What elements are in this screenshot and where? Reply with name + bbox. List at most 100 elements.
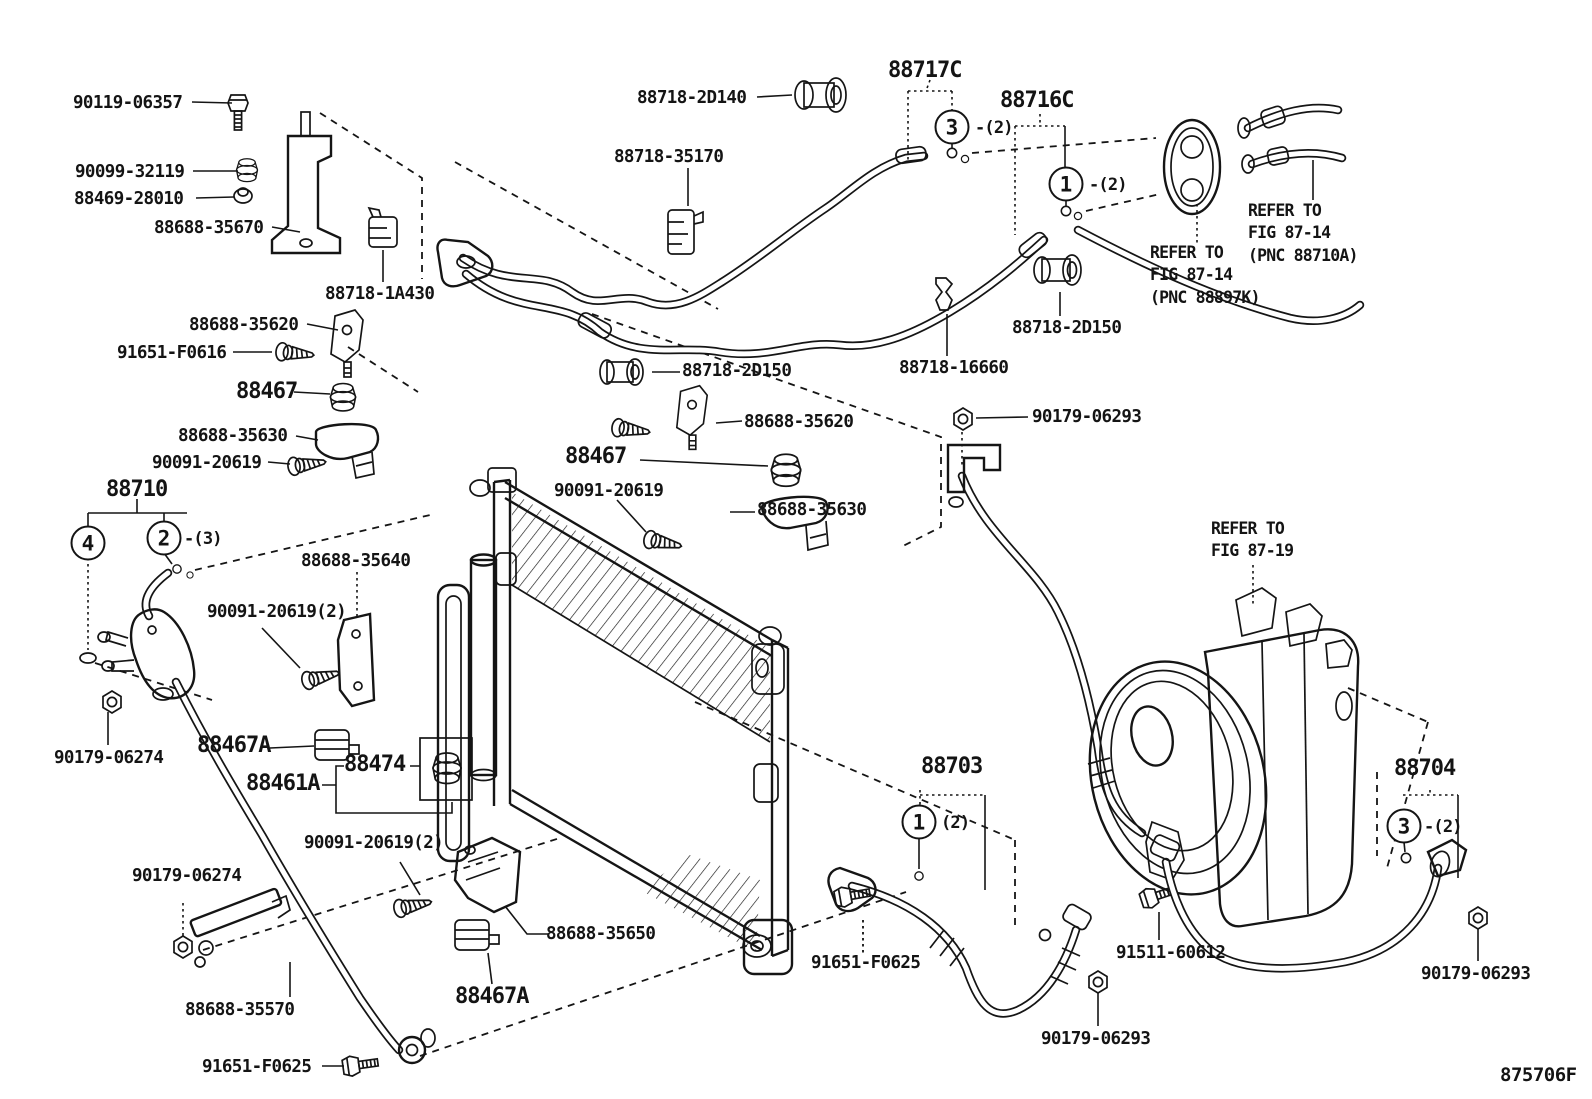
bracket-35630-b <box>760 495 829 552</box>
callout-suffix: (2) <box>941 813 970 833</box>
callout-circle-2: 2 <box>146 520 182 556</box>
part-label: 91651-F0625 <box>202 1057 312 1077</box>
part-label: 88469-28010 <box>74 189 184 209</box>
part-label: 90179-06293 <box>1041 1029 1151 1049</box>
part-label: 88467 <box>236 379 298 404</box>
oring <box>946 147 958 159</box>
refer-note-line: FIG 87-14 <box>1150 265 1233 285</box>
part-label: 88688-35670 <box>154 218 264 238</box>
oring <box>1073 211 1083 221</box>
discharge-pipe-88704 <box>1149 834 1468 973</box>
nut-06274-a <box>102 690 122 714</box>
condenser <box>469 467 794 976</box>
part-label: 90179-06293 <box>1032 407 1142 427</box>
grommet-2d140 <box>794 77 847 113</box>
refer-note-line: FIG 87-19 <box>1211 541 1294 561</box>
bracket-35650 <box>453 836 522 914</box>
callout-number: 1 <box>912 810 926 834</box>
part-label: 90179-06274 <box>54 748 164 768</box>
bracket-35570 <box>189 887 291 968</box>
refer-note-fig87-19: REFER TO FIG 87-19 <box>1211 518 1294 563</box>
oring <box>172 564 182 574</box>
part-label: 88474 <box>344 752 406 777</box>
liquid-pipe-88710 <box>97 568 436 1065</box>
part-label: 88467 <box>565 444 627 469</box>
part-label: 90119-06357 <box>73 93 183 113</box>
callout-number: 4 <box>81 531 95 555</box>
callout-circle-4: 4 <box>70 525 106 561</box>
bracket-35640 <box>336 612 376 708</box>
callout-suffix: -(3) <box>184 529 223 549</box>
part-label: 90179-06274 <box>132 866 242 886</box>
figure-code: 875706F <box>1500 1064 1577 1086</box>
part-label: 88688-35570 <box>185 1000 295 1020</box>
oring <box>1400 852 1412 864</box>
part-label: 88718-1A430 <box>325 284 435 304</box>
oring <box>960 154 970 164</box>
part-label: 88688-35630 <box>757 500 867 520</box>
cushion-88467-a <box>329 382 357 412</box>
part-label: 91511-60612 <box>1116 943 1226 963</box>
nut-06293-top <box>953 407 973 431</box>
part-label: 88718-16660 <box>899 358 1009 378</box>
drier-plug-88474 <box>419 737 473 801</box>
dashed-guide <box>319 112 423 279</box>
callout-number: 3 <box>945 115 959 139</box>
callout-suffix: -(2) <box>1089 175 1128 195</box>
part-label: 88716C <box>1000 88 1074 113</box>
part-label: 88467A <box>455 984 529 1009</box>
cushion-90099-32119 <box>235 158 259 183</box>
callout-number: 2 <box>157 526 171 550</box>
screw-90091-a <box>285 452 328 477</box>
part-label: 88688-35650 <box>546 924 656 944</box>
oring <box>186 571 194 579</box>
side-seal-88461a <box>436 583 471 863</box>
callout-circle-3b: 3 <box>1386 808 1422 844</box>
compressor <box>1088 587 1360 928</box>
clamp-1a430 <box>367 206 398 248</box>
refer-note-line: (PNC 88897K) <box>1150 287 1260 307</box>
fitting-2d150-middle <box>599 358 644 386</box>
part-label: 88704 <box>1394 756 1456 781</box>
pipe-stubs-to-evaporator <box>1237 103 1347 174</box>
refer-note-line: REFER TO <box>1150 243 1224 262</box>
suction-hose-88703 <box>827 866 1092 1018</box>
part-label: 88717C <box>888 58 962 83</box>
oring <box>1060 205 1072 217</box>
callout-suffix: -(2) <box>1424 817 1463 837</box>
bracket-35630-a <box>314 422 380 480</box>
refer-note-line: FIG 87-14 <box>1248 223 1331 243</box>
part-label: 88688-35620 <box>744 412 854 432</box>
nut-06293-right <box>1468 906 1488 930</box>
clamp-35170 <box>667 209 704 255</box>
refer-note-line: (PNC 88710A) <box>1248 245 1358 265</box>
nut-06274-b <box>173 935 193 959</box>
part-label: 90091-20619 <box>152 453 262 473</box>
part-label: 88703 <box>921 754 983 779</box>
bolt-90119-06357 <box>227 94 249 131</box>
leader-lines <box>87 79 1479 1067</box>
refer-note-88710a: REFER TO FIG 87-14 (PNC 88710A) <box>1248 200 1358 267</box>
refer-note-line: REFER TO <box>1248 201 1322 220</box>
cooler-pipe-assembly-top <box>436 145 1365 359</box>
receiver-drier <box>469 553 498 782</box>
part-label: 88718-2D150 <box>1012 318 1122 338</box>
nut-06293-mid <box>1088 970 1108 994</box>
bracket-35670 <box>270 111 342 255</box>
part-label: 88461A <box>246 771 320 796</box>
retainer-88469-28010 <box>233 187 253 204</box>
screw-90091-c <box>299 663 343 692</box>
fitting-2d150-right <box>1033 254 1082 286</box>
callout-number: 1 <box>1059 172 1073 196</box>
callout-suffix: -(2) <box>975 118 1014 138</box>
oring <box>914 871 924 881</box>
bracket-35620-b <box>675 384 709 451</box>
part-label: 88718-2D150 <box>682 361 792 381</box>
part-label: 91651-F0625 <box>811 953 921 973</box>
callout-circle-3: 3 <box>934 109 970 145</box>
part-label: 88718-2D140 <box>637 88 747 108</box>
part-label: 88718-35170 <box>614 147 724 167</box>
part-label: 91651-F0616 <box>117 343 227 363</box>
part-label: 90091-20619 <box>554 481 664 501</box>
part-label: 88688-35620 <box>189 315 299 335</box>
